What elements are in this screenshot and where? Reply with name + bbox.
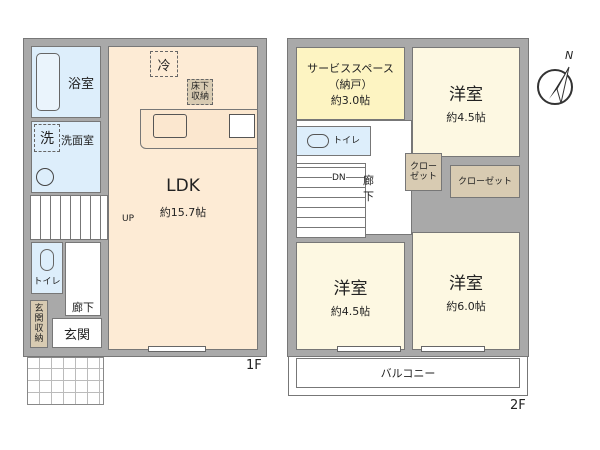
western-room-sw-size: 約4.5帖 — [330, 304, 371, 318]
bathroom: 浴室 — [31, 46, 101, 118]
ldk: LDK 約15.7帖 冷 床下収納 — [108, 46, 258, 350]
hall-1f: 廊下 — [65, 242, 101, 316]
toilet-icon — [306, 134, 329, 148]
floor1-label: 1F — [246, 358, 262, 373]
closet-small: クローゼット — [405, 153, 442, 191]
western-room-ne-size: 約4.5帖 — [446, 110, 486, 124]
western-room-sw: 洋室 約4.5帖 — [296, 242, 405, 350]
fridge-space: 冷 — [150, 51, 178, 77]
bathtub-icon — [36, 53, 60, 111]
compass: N — [535, 49, 585, 110]
floor2-label: 2F — [510, 398, 526, 413]
western-room-sw-label: 洋室 — [333, 278, 368, 299]
kitchen-counter — [140, 109, 258, 149]
window-se — [421, 346, 485, 352]
bathroom-label: 浴室 — [67, 76, 94, 92]
service-space: サービススペース （納戸） 約3.0帖 — [296, 47, 405, 120]
service-space-label: サービススペース — [307, 61, 394, 75]
balcony: バルコニー — [296, 358, 520, 388]
toilet-1f: トイレ — [31, 242, 63, 294]
toilet-2f-label: トイレ — [332, 136, 360, 146]
water-heater-icon — [36, 168, 54, 186]
toilet-icon — [40, 249, 54, 271]
window-ldk — [148, 346, 206, 352]
ldk-label: LDK — [166, 176, 200, 196]
service-space-size: 約3.0帖 — [330, 93, 371, 107]
western-room-se-label: 洋室 — [449, 273, 483, 294]
compass-icon — [537, 66, 573, 105]
ldk-size: 約15.7帖 — [159, 206, 207, 219]
hall-2f-label: 廊下 — [363, 174, 374, 203]
entrance-label: 玄関 — [63, 327, 90, 343]
western-room-ne: 洋室 約4.5帖 — [412, 47, 520, 157]
balcony-label: バルコニー — [380, 367, 436, 380]
service-space-sub: （納戸） — [328, 77, 373, 91]
toilet-2f: トイレ — [296, 126, 371, 156]
closet-large-label: クローゼット — [457, 176, 512, 187]
north-label: N — [565, 49, 574, 62]
underfloor-storage: 床下収納 — [187, 79, 213, 105]
stove-icon — [229, 114, 255, 138]
washroom-label: 洗面室 — [61, 134, 94, 147]
window-sw — [337, 346, 401, 352]
western-room-se-size: 約6.0帖 — [446, 299, 486, 313]
toilet-1f-label: トイレ — [33, 277, 61, 287]
porch — [27, 357, 104, 405]
western-room-ne-label: 洋室 — [449, 84, 483, 105]
entrance-storage-label: 玄関収納 — [34, 304, 44, 344]
closet-small-label: クローゼット — [409, 162, 437, 182]
stairs-down-label: DN — [332, 173, 346, 183]
sink-icon — [153, 114, 187, 138]
washer-space: 洗 — [34, 124, 60, 152]
stairs-1f — [30, 195, 108, 240]
hall-1f-label: 廊下 — [72, 301, 94, 314]
entrance-storage: 玄関収納 — [30, 300, 48, 348]
stairs-2f — [296, 163, 366, 238]
stairs-up-label: UP — [122, 214, 135, 224]
washroom: 洗 洗面室 — [31, 121, 101, 193]
closet-large: クローゼット — [450, 165, 520, 198]
entrance: 玄関 — [52, 318, 102, 348]
western-room-se: 洋室 約6.0帖 — [412, 232, 520, 350]
